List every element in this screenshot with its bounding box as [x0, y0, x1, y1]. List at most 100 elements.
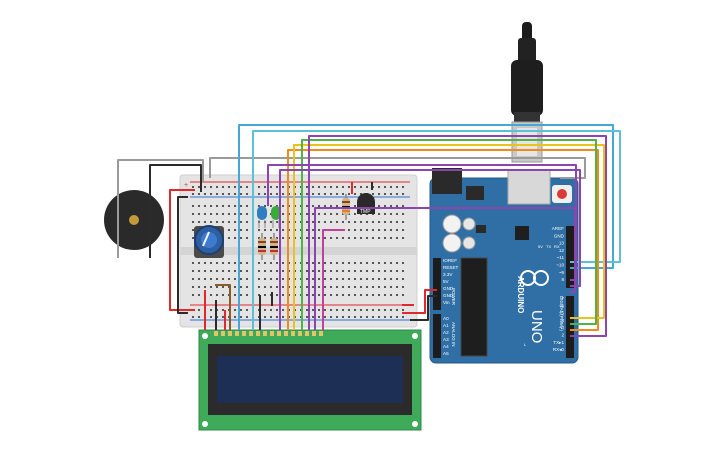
led-blue[interactable]: [257, 206, 267, 228]
breadboard-hole: [282, 316, 284, 318]
breadboard-hole: [204, 193, 206, 195]
breadboard-hole: [210, 309, 212, 311]
piezo-buzzer[interactable]: [104, 190, 164, 258]
wire-purple-2: [279, 169, 581, 330]
breadboard-hole: [228, 229, 230, 231]
rail-minus-label: −: [184, 195, 188, 202]
breadboard-hole: [216, 286, 218, 288]
reset-button[interactable]: [557, 189, 567, 199]
breadboard-hole: [360, 278, 362, 280]
breadboard-hole: [222, 309, 224, 311]
breadboard-hole: [192, 237, 194, 239]
pin-label: 12: [559, 248, 565, 253]
breadboard-hole: [402, 270, 404, 272]
temperature-sensor[interactable]: TMP: [357, 193, 375, 215]
pin-label: ~5: [559, 311, 565, 316]
breadboard-hole: [330, 262, 332, 264]
resistor-1[interactable]: [258, 233, 266, 260]
breadboard-hole: [192, 213, 194, 215]
breadboard-hole: [342, 262, 344, 264]
breadboard-hole: [366, 309, 368, 311]
breadboard-hole: [270, 270, 272, 272]
breadboard-hole: [372, 229, 374, 231]
breadboard-hole: [192, 186, 194, 188]
board-small-label: RX: [554, 244, 560, 249]
pin-label: ~3: [559, 325, 565, 330]
breadboard-hole: [276, 193, 278, 195]
breadboard-hole: [354, 237, 356, 239]
breadboard-hole: [306, 262, 308, 264]
breadboard-hole: [402, 286, 404, 288]
breadboard-hole: [312, 186, 314, 188]
breadboard-hole: [246, 221, 248, 223]
breadboard-hole: [378, 213, 380, 215]
breadboard-hole: [270, 286, 272, 288]
potentiometer[interactable]: [194, 225, 224, 258]
breadboard-hole: [234, 205, 236, 207]
pin-label: A2: [443, 330, 449, 335]
breadboard-hole: [354, 294, 356, 296]
breadboard-hole: [312, 262, 314, 264]
breadboard-hole: [312, 270, 314, 272]
breadboard-hole: [234, 286, 236, 288]
breadboard-hole: [282, 294, 284, 296]
breadboard-hole: [378, 193, 380, 195]
breadboard-hole: [396, 278, 398, 280]
breadboard-hole: [198, 213, 200, 215]
breadboard-hole: [360, 221, 362, 223]
breadboard-hole: [318, 205, 320, 207]
breadboard-hole: [240, 186, 242, 188]
breadboard-hole: [204, 270, 206, 272]
arduino-uno-board[interactable]: ARDUINO UNO POWER ANALOG IN DIGITAL (PWM…: [429, 168, 579, 364]
breadboard-hole: [192, 262, 194, 264]
breadboard-hole: [204, 205, 206, 207]
digital-header-high: [566, 226, 574, 288]
breadboard-hole: [282, 270, 284, 272]
breadboard-hole: [306, 186, 308, 188]
pin-label: 4: [561, 318, 564, 323]
breadboard-hole: [366, 270, 368, 272]
lcd-16x2[interactable]: [198, 329, 422, 431]
breadboard-hole: [330, 237, 332, 239]
breadboard-hole: [228, 213, 230, 215]
breadboard-hole: [246, 316, 248, 318]
breadboard-hole: [384, 193, 386, 195]
breadboard-hole: [198, 221, 200, 223]
breadboard-hole: [222, 205, 224, 207]
wire-buzzer-black: [149, 164, 202, 258]
breadboard-hole: [330, 316, 332, 318]
wire-purple-5: [314, 207, 576, 330]
breadboard-hole: [276, 309, 278, 311]
breadboard-hole: [372, 270, 374, 272]
breadboard-hole: [228, 237, 230, 239]
breadboard-hole: [264, 186, 266, 188]
breadboard-hole: [402, 213, 404, 215]
pin-label: TX▸1: [553, 340, 564, 345]
lcd-pin: [270, 331, 274, 336]
breadboard-hole: [390, 286, 392, 288]
breadboard-hole: [222, 262, 224, 264]
breadboard-hole: [222, 286, 224, 288]
breadboard-hole: [366, 278, 368, 280]
breadboard-hole: [402, 294, 404, 296]
breadboard-hole: [360, 309, 362, 311]
breadboard-hole: [270, 193, 272, 195]
pin-label: GND: [554, 233, 565, 238]
breadboard-hole: [234, 270, 236, 272]
breadboard-hole: [240, 294, 242, 296]
breadboard-hole: [312, 221, 314, 223]
power-header-label: POWER: [451, 288, 456, 306]
breadboard-hole: [270, 309, 272, 311]
arduino-brand: ARDUINO: [516, 276, 525, 313]
breadboard-hole: [192, 316, 194, 318]
breadboard-hole: [396, 205, 398, 207]
pin-label: 8: [561, 277, 564, 282]
resistor-2[interactable]: [270, 233, 278, 260]
pin-label: ~6: [559, 303, 565, 308]
breadboard-hole: [336, 316, 338, 318]
breadboard-hole: [306, 229, 308, 231]
breadboard-hole: [396, 237, 398, 239]
breadboard-hole: [276, 229, 278, 231]
breadboard-hole: [210, 193, 212, 195]
breadboard-hole: [318, 262, 320, 264]
